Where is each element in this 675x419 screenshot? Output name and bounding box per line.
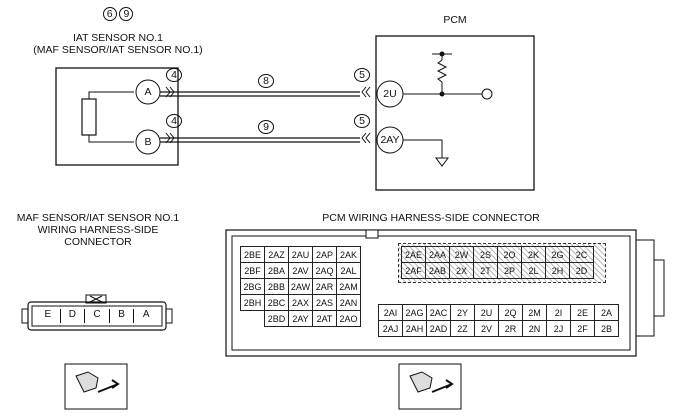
terminal: 2AE [401, 246, 426, 263]
terminal: 2N [522, 320, 547, 337]
terminal: 2AP [312, 246, 337, 263]
terminal: 2J [546, 320, 571, 337]
terminal: 2AF [401, 262, 426, 279]
terminal: 2F [570, 320, 595, 337]
terminal: 2R [498, 320, 523, 337]
maf-connector-title: MAF SENSOR/IAT SENSOR NO.1 WIRING HARNES… [16, 212, 180, 248]
pcm-box [375, 35, 535, 191]
terminal: 2AS [312, 294, 337, 311]
sensor-pin-b-label: B [144, 136, 152, 148]
circled-number: 9 [119, 7, 134, 21]
terminal: 2AL [336, 262, 361, 279]
pcm-pin-2u-label: 2U [383, 88, 397, 100]
terminal: 2BH [240, 294, 265, 311]
terminal: 2AI [378, 304, 403, 321]
wire-num-right-a: 5 [354, 68, 370, 82]
terminal: 2W [449, 246, 474, 263]
terminal: 2AM [336, 278, 361, 295]
terminal: 2X [449, 262, 474, 279]
terminal: 2AQ [312, 262, 337, 279]
terminal: 2BG [240, 278, 265, 295]
terminal: 2AC [426, 304, 451, 321]
maf-pin: B [110, 309, 135, 323]
view-icon-left [64, 363, 128, 410]
terminal: 2M [522, 304, 547, 321]
terminal: 2AW [288, 278, 313, 295]
terminal: 2BC [264, 294, 289, 311]
terminal: 2O [497, 246, 522, 263]
pullup-resistor [436, 59, 448, 83]
terminal: 2BB [264, 278, 289, 295]
maf-pin-row: E D C B A [36, 309, 158, 323]
maf-pin: C [85, 309, 110, 323]
terminal: 2AR [312, 278, 337, 295]
ground-symbol [435, 157, 449, 167]
maf-pin: E [36, 309, 61, 323]
terminal: 2BE [240, 246, 265, 263]
circled-number: 6 [102, 7, 117, 21]
maf-pin: D [61, 309, 86, 323]
terminal: 2Q [498, 304, 523, 321]
pcm-connector-title: PCM WIRING HARNESS-SIDE CONNECTOR [322, 212, 540, 224]
terminal: 2S [473, 246, 498, 263]
terminal: 2AA [425, 246, 450, 263]
terminal: 2K [521, 246, 546, 263]
terminal: 2AV [288, 262, 313, 279]
terminal: 2E [570, 304, 595, 321]
pcm-pin-2ay-label: 2AY [380, 134, 400, 146]
terminal: 2P [497, 262, 522, 279]
terminal: 2H [545, 262, 570, 279]
terminal: 2AU [288, 246, 313, 263]
terminal: 2Y [450, 304, 475, 321]
iat-title: IAT SENSOR NO.1 [72, 32, 164, 44]
terminal: 2BF [240, 262, 265, 279]
terminal: 2G [545, 246, 570, 263]
terminal: 2U [474, 304, 499, 321]
terminal: 2AX [288, 294, 313, 311]
maf-pin: A [142, 309, 150, 320]
terminal: 2I [546, 304, 571, 321]
pcm-title: PCM [443, 14, 467, 26]
wire-num-mid-b: 9 [258, 120, 274, 134]
terminal: 2AG [402, 304, 427, 321]
terminal: 2AO [336, 310, 361, 327]
terminal: 2C [569, 246, 594, 263]
terminal: 2AB [425, 262, 450, 279]
terminal: 2D [569, 262, 594, 279]
terminal: 2AY [288, 310, 313, 327]
terminal: 2AH [402, 320, 427, 337]
view-icon-right [398, 363, 462, 410]
thermistor-symbol [81, 98, 97, 136]
terminal: 2AD [426, 320, 451, 337]
terminal: 2AJ [378, 320, 403, 337]
wire-num-mid-a: 8 [258, 74, 274, 88]
terminal: 2BD [264, 310, 289, 327]
terminal: 2AT [312, 310, 337, 327]
iat-subtitle: (MAF SENSOR/IAT SENSOR NO.1) [33, 44, 203, 56]
wire-num-left-a: 4 [166, 68, 182, 82]
iat-circle-numbers: 6 9 [60, 7, 176, 21]
sensor-box [55, 67, 179, 166]
terminal: 2A [594, 304, 619, 321]
wire-num-right-b: 5 [354, 114, 370, 128]
terminal: 2AK [336, 246, 361, 263]
terminal: 2Z [450, 320, 475, 337]
sensor-pin-a-label: A [144, 86, 152, 98]
terminal: 2AZ [264, 246, 289, 263]
terminal: 2B [594, 320, 619, 337]
wire-num-left-b: 4 [166, 114, 182, 128]
terminal: 2AN [336, 294, 361, 311]
terminal-empty [241, 311, 265, 327]
terminal: 2BA [264, 262, 289, 279]
terminal: 2T [473, 262, 498, 279]
terminal: 2L [521, 262, 546, 279]
terminal: 2V [474, 320, 499, 337]
